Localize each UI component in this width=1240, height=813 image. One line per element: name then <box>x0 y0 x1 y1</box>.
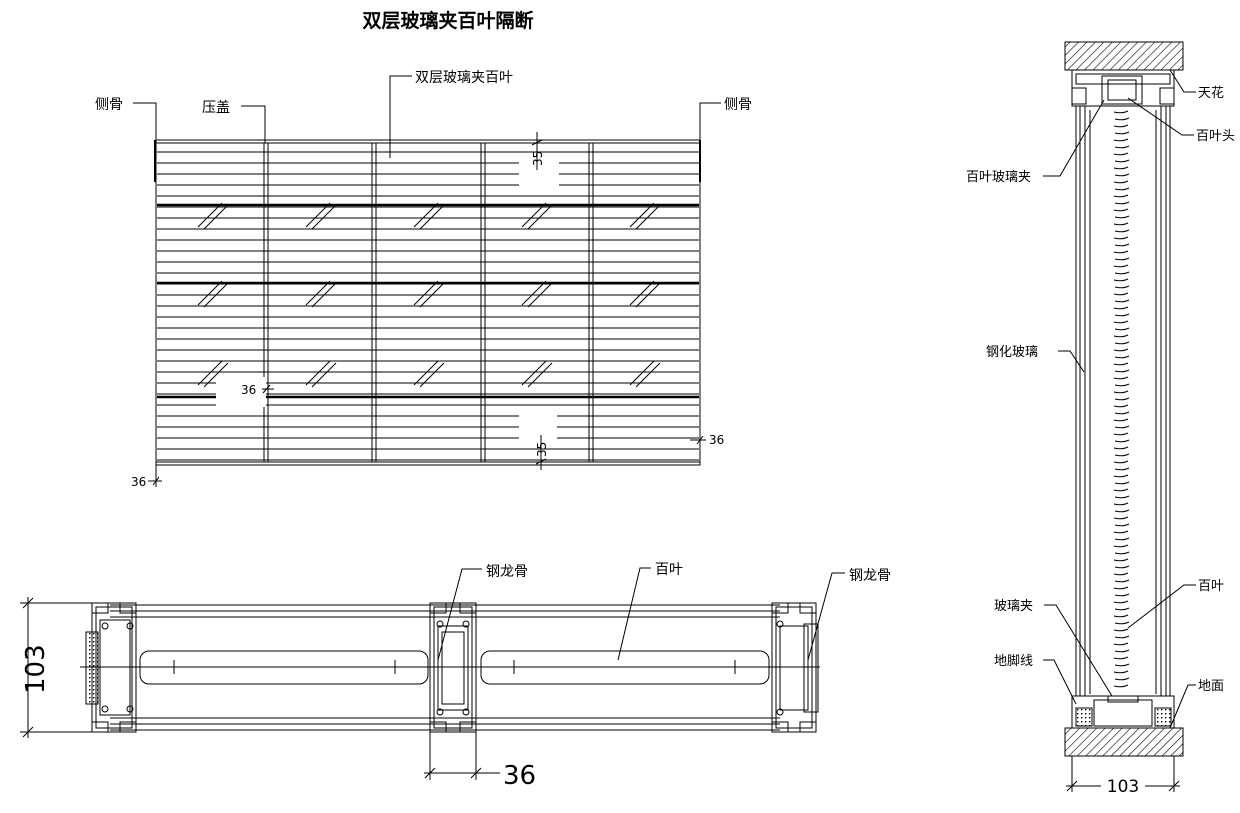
label-double-glass-louver: 双层玻璃夹百叶 <box>415 69 513 86</box>
label-steel-keel-center: 钢龙骨 <box>486 564 528 580</box>
leader-press-cover <box>241 105 266 143</box>
label-side-bone-right: 侧骨 <box>724 97 752 113</box>
leader-side-bone-right <box>699 102 721 140</box>
label-ceiling: 天花 <box>1198 85 1224 101</box>
leader-skirting <box>1043 659 1077 705</box>
elevation-view: 侧骨 压盖 双层玻璃夹百叶 侧骨 35 36 35 36 36 <box>95 69 752 489</box>
label-louver-glass-clip: 百叶玻璃夹 <box>966 170 1031 185</box>
ceiling-slab <box>1064 41 1184 71</box>
dimension-gaps <box>216 160 559 447</box>
leader-louver-glass-clip <box>1043 99 1105 177</box>
leader-glass-clip <box>1044 604 1113 697</box>
plan-view: 钢龙骨 百叶 钢龙骨 103 36 <box>20 562 891 791</box>
section-view: 天花 百叶头 百叶玻璃夹 钢化玻璃 百叶 玻璃夹 地脚线 地面 103 <box>966 41 1235 797</box>
label-steel-keel-right: 钢龙骨 <box>849 568 891 584</box>
louver-blades <box>1113 110 1130 688</box>
leader-louver-plan <box>617 567 651 661</box>
label-louver-plan: 百叶 <box>655 562 683 578</box>
leader-tempered-glass <box>1058 350 1085 373</box>
tempered-glass-panes <box>1075 106 1171 696</box>
leader-steel-keel-center <box>437 568 482 661</box>
center-mullion-profile <box>429 602 477 733</box>
leader-ceiling <box>1169 69 1196 93</box>
dim-plan-103: 103 <box>21 644 51 694</box>
leader-steel-keel-right <box>807 572 845 661</box>
leader-louver <box>389 75 412 158</box>
leader-side-bone-left <box>133 102 157 140</box>
press-cover-mullions <box>263 142 594 463</box>
label-tempered-glass: 钢化玻璃 <box>986 345 1038 360</box>
leader-floor <box>1169 684 1196 729</box>
dim-bottom-left-36: 36 <box>131 475 146 489</box>
label-louver-section: 百叶 <box>1198 579 1224 594</box>
elevation-frame <box>155 139 701 466</box>
drawing-title: 双层玻璃夹百叶隔断 <box>362 9 533 32</box>
louver-slat-right <box>480 650 770 685</box>
label-glass-clip: 玻璃夹 <box>994 599 1033 614</box>
left-frame-profile <box>85 602 137 733</box>
dim-plan-36: 36 <box>503 761 536 791</box>
right-frame-profile <box>771 602 819 733</box>
label-louver-head: 百叶头 <box>1196 129 1235 144</box>
label-press-cover: 压盖 <box>202 100 230 116</box>
dim-mid-36: 36 <box>241 383 256 397</box>
leader-louver-head <box>1127 97 1194 136</box>
dim-bottom-35: 35 <box>535 442 549 457</box>
head-profile <box>1071 69 1175 107</box>
louver-slat-left <box>139 650 429 685</box>
leader-louver-section <box>1127 584 1196 629</box>
label-side-bone-left: 侧骨 <box>95 97 123 113</box>
glass-marks <box>197 202 661 388</box>
dim-top-35: 35 <box>531 151 545 166</box>
dim-section-103: 103 <box>1107 777 1139 797</box>
louver-slats <box>157 151 699 461</box>
label-skirting: 地脚线 <box>994 653 1033 669</box>
floor-slab <box>1064 727 1184 757</box>
label-floor: 地面 <box>1198 679 1224 694</box>
dim-right-36: 36 <box>709 433 724 447</box>
